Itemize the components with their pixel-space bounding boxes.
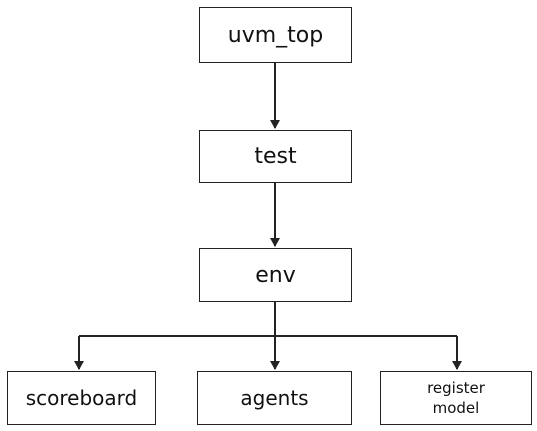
node-uvm-top: uvm_top <box>199 7 352 63</box>
node-agents-label: agents <box>240 386 309 410</box>
node-register-model: register model <box>380 371 532 425</box>
node-test: test <box>199 130 352 183</box>
node-agents: agents <box>197 371 352 425</box>
node-env: env <box>199 248 352 302</box>
node-test-label: test <box>254 144 297 169</box>
node-scoreboard: scoreboard <box>7 371 156 425</box>
node-uvm-top-label: uvm_top <box>227 22 324 48</box>
node-env-label: env <box>255 262 296 288</box>
node-register-model-label: register model <box>427 379 485 417</box>
node-scoreboard-label: scoreboard <box>25 386 138 410</box>
